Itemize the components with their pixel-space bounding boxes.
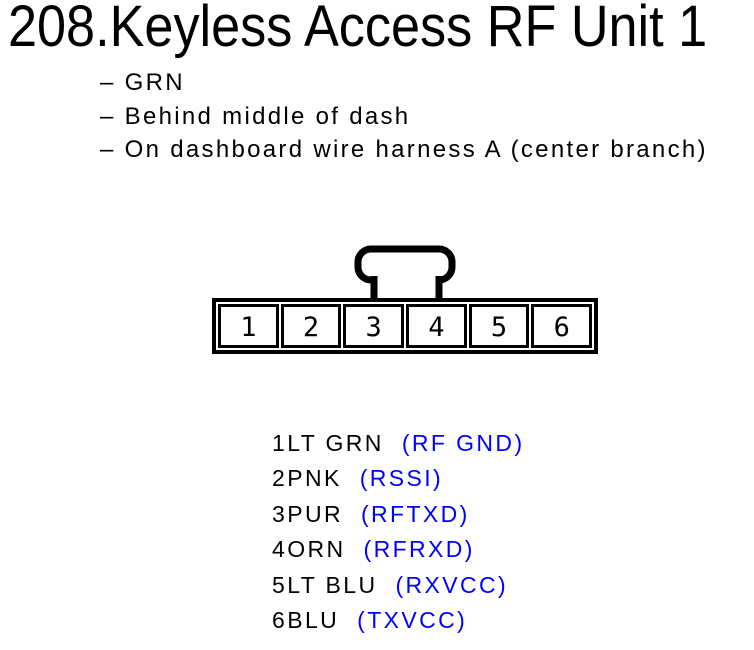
pinout-row: 6BLU (TXVCC) bbox=[272, 603, 525, 638]
pinout-row: 2PNK (RSSI) bbox=[272, 461, 525, 496]
pin-number: 3 bbox=[365, 311, 382, 343]
pinout-row: 5LT BLU (RXVCC) bbox=[272, 568, 525, 603]
pin-number: 6 bbox=[553, 311, 570, 343]
connector-latch-tab-icon bbox=[354, 245, 456, 305]
pinout-row: 4ORN (RFRXD) bbox=[272, 532, 525, 567]
pinout-pin-number: 2 bbox=[272, 465, 288, 492]
pin-number: 5 bbox=[490, 311, 508, 343]
note-text: Behind middle of dash bbox=[124, 102, 411, 130]
pin-number: 4 bbox=[428, 311, 445, 343]
pinout-row: 1LT GRN (RF GND) bbox=[272, 426, 525, 461]
note-bullet-dash: – bbox=[100, 69, 116, 96]
pin-cell-1: 1 bbox=[218, 304, 279, 348]
note-text: On dashboard wire harness A (center bran… bbox=[124, 136, 708, 163]
pinout-pin-number: 5 bbox=[272, 571, 288, 598]
pinout-wire-color: BLU bbox=[287, 607, 340, 634]
pinout-pin-number: 6 bbox=[272, 607, 288, 634]
pinout-wire-color: LT BLU bbox=[287, 571, 378, 598]
pin-cell-3: 3 bbox=[343, 304, 405, 348]
pinout-signal-name: (RSSI) bbox=[359, 465, 444, 492]
location-notes: –GRN –Behind middle of dash –On dashboar… bbox=[100, 66, 708, 167]
pin-cell-5: 5 bbox=[468, 304, 530, 348]
pinout-wire-color: PNK bbox=[287, 465, 342, 492]
pinout-signal-name: (RF GND) bbox=[401, 430, 525, 456]
pinout-wire-color: ORN bbox=[287, 536, 346, 563]
pinout-signal-name: (RFRXD) bbox=[363, 536, 475, 563]
pinout-wire-color: PUR bbox=[287, 500, 343, 527]
pinout-list: 1LT GRN (RF GND) 2PNK (RSSI) 3PUR (RFTXD) 4… bbox=[272, 426, 525, 638]
note-text: GRN bbox=[124, 69, 185, 96]
pinout-pin-number: 1 bbox=[272, 430, 288, 456]
note-line: –GRN bbox=[100, 66, 708, 100]
pinout-signal-name: (TXVCC) bbox=[357, 607, 468, 634]
pin-number: 2 bbox=[302, 311, 320, 343]
pin-cell-2: 2 bbox=[280, 304, 342, 348]
pinout-pin-number: 3 bbox=[272, 500, 288, 527]
note-bullet-dash: – bbox=[100, 102, 116, 130]
page-title: 208.Keyless Access RF Unit 1 bbox=[8, 0, 708, 59]
pinout-wire-color: LT GRN bbox=[287, 430, 384, 456]
pinout-signal-name: (RXVCC) bbox=[395, 571, 509, 598]
pinout-row: 3PUR (RFTXD) bbox=[272, 497, 525, 532]
note-line: –Behind middle of dash bbox=[100, 100, 708, 134]
pin-cell-4: 4 bbox=[406, 304, 467, 348]
connector-body: 1 2 3 4 5 6 bbox=[212, 298, 598, 354]
pin-cell-6: 6 bbox=[531, 304, 593, 348]
pin-number: 1 bbox=[240, 311, 257, 343]
pinout-pin-number: 4 bbox=[272, 536, 288, 563]
pinout-signal-name: (RFTXD) bbox=[360, 500, 470, 527]
note-line: –On dashboard wire harness A (center bra… bbox=[100, 133, 708, 167]
note-bullet-dash: – bbox=[100, 136, 116, 163]
